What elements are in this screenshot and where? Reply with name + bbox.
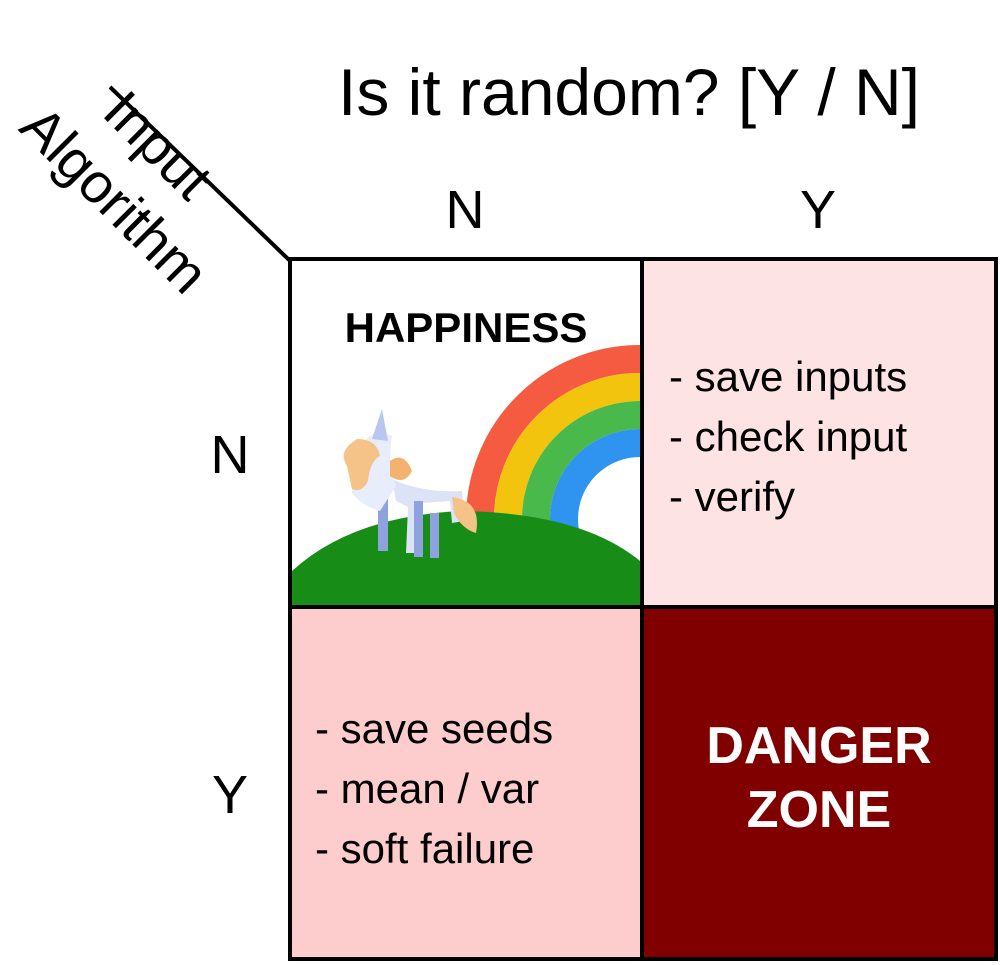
list-item: - soft failure bbox=[315, 825, 535, 872]
cell-yn-list: - save seeds - mean / var - soft failure bbox=[315, 699, 553, 879]
danger-line-2: ZONE bbox=[746, 781, 892, 839]
list-item: - save seeds bbox=[315, 705, 554, 752]
list-item: - check input bbox=[669, 413, 908, 460]
cell-check-inputs: - save inputs - check input - verify bbox=[640, 257, 998, 609]
column-label-y: Y bbox=[799, 180, 837, 240]
column-label-n: N bbox=[445, 180, 485, 240]
cell-happiness: HAPPINESS bbox=[288, 257, 644, 609]
rainbow-unicorn-icon bbox=[292, 345, 640, 605]
cell-danger-zone: DANGER ZONE bbox=[640, 605, 998, 961]
danger-line-1: DANGER bbox=[706, 717, 932, 775]
danger-zone-label: DANGER ZONE bbox=[644, 714, 994, 842]
cell-random-algorithm: - save seeds - mean / var - soft failure bbox=[288, 605, 644, 961]
happiness-heading: HAPPINESS bbox=[344, 304, 588, 351]
list-item: - save inputs bbox=[669, 353, 908, 400]
row-label-n: N bbox=[210, 425, 250, 485]
list-item: - verify bbox=[669, 473, 795, 520]
list-item: - mean / var bbox=[315, 765, 540, 812]
cell-ny-list: - save inputs - check input - verify bbox=[669, 347, 907, 527]
chart-title: Is it random? [Y / N] bbox=[338, 55, 921, 129]
row-label-y: Y bbox=[211, 765, 249, 825]
